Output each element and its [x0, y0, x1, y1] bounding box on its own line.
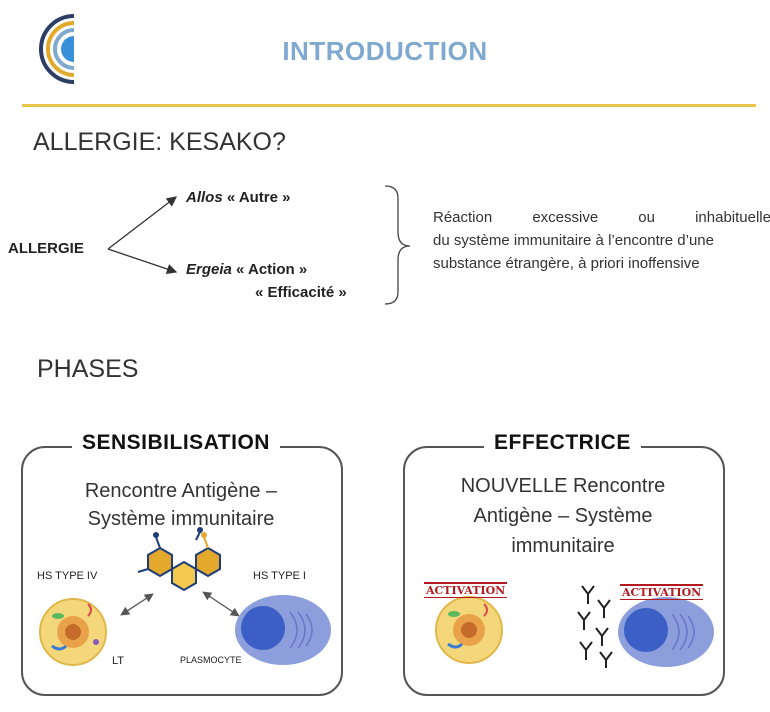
effectrice-line-1: NOUVELLE Rencontre — [460, 475, 666, 497]
lt-label: LT — [112, 655, 125, 667]
lt-cell-icon — [39, 598, 107, 666]
sensibilisation-title: SENSIBILISATION — [72, 431, 280, 455]
sensibilisation-text: Rencontre Antigène – Système immunitaire — [31, 477, 331, 533]
definition-rest: du système immunitaire à l’encontre d’un… — [433, 232, 714, 272]
branch-allos: Allos « Autre » — [186, 189, 291, 206]
branch-ergeia-word: Ergeia — [186, 261, 232, 278]
branch-ergeia-meaning: « Action » — [236, 261, 308, 278]
branch-allos-meaning: « Autre » — [226, 189, 291, 206]
section-heading-kesako: ALLERGIE: KESAKO? — [33, 128, 286, 156]
effectrice-line-2: Antigène – Système — [473, 505, 653, 527]
definition-line-1: Réaction excessive ou inhabituelle — [433, 209, 770, 226]
activation-stamp-left: ACTIVATION — [424, 582, 508, 598]
hs-type-i-label: HS TYPE I — [253, 570, 306, 582]
branch-ergeia-meaning-2: « Efficacité » — [255, 284, 347, 301]
allergy-definition: Réaction excessive ou inhabituelle du sy… — [433, 206, 770, 275]
plasmocyte-activated-icon — [618, 597, 714, 667]
antigen-molecule-icon — [137, 527, 221, 592]
header-divider — [22, 104, 756, 107]
allergie-root: ALLERGIE — [8, 240, 84, 257]
plasmocyte-label: PLASMOCYTE — [180, 655, 242, 665]
effectrice-title: EFFECTRICE — [484, 431, 641, 455]
curly-brace — [384, 185, 411, 305]
antibodies-icon — [577, 585, 613, 668]
sensibilisation-line-1: Rencontre Antigène – — [84, 480, 278, 502]
branch-allos-word: Allos — [186, 189, 223, 206]
activation-stamp-right: ACTIVATION — [620, 584, 704, 600]
effectrice-line-3: immunitaire — [511, 535, 615, 557]
lt-cell-activated-icon — [435, 596, 503, 664]
plasmocyte-cell-icon — [235, 595, 331, 665]
page-title: INTRODUCTION — [282, 36, 488, 66]
effectrice-text: NOUVELLE Rencontre Antigène – Système im… — [413, 471, 713, 561]
sensibilisation-line-2: Système immunitaire — [87, 508, 275, 530]
branch-ergeia: Ergeia « Action » — [186, 261, 307, 278]
section-heading-phases: PHASES — [37, 355, 139, 383]
hs-type-iv-label: HS TYPE IV — [37, 570, 98, 582]
logo-icon — [39, 14, 75, 84]
